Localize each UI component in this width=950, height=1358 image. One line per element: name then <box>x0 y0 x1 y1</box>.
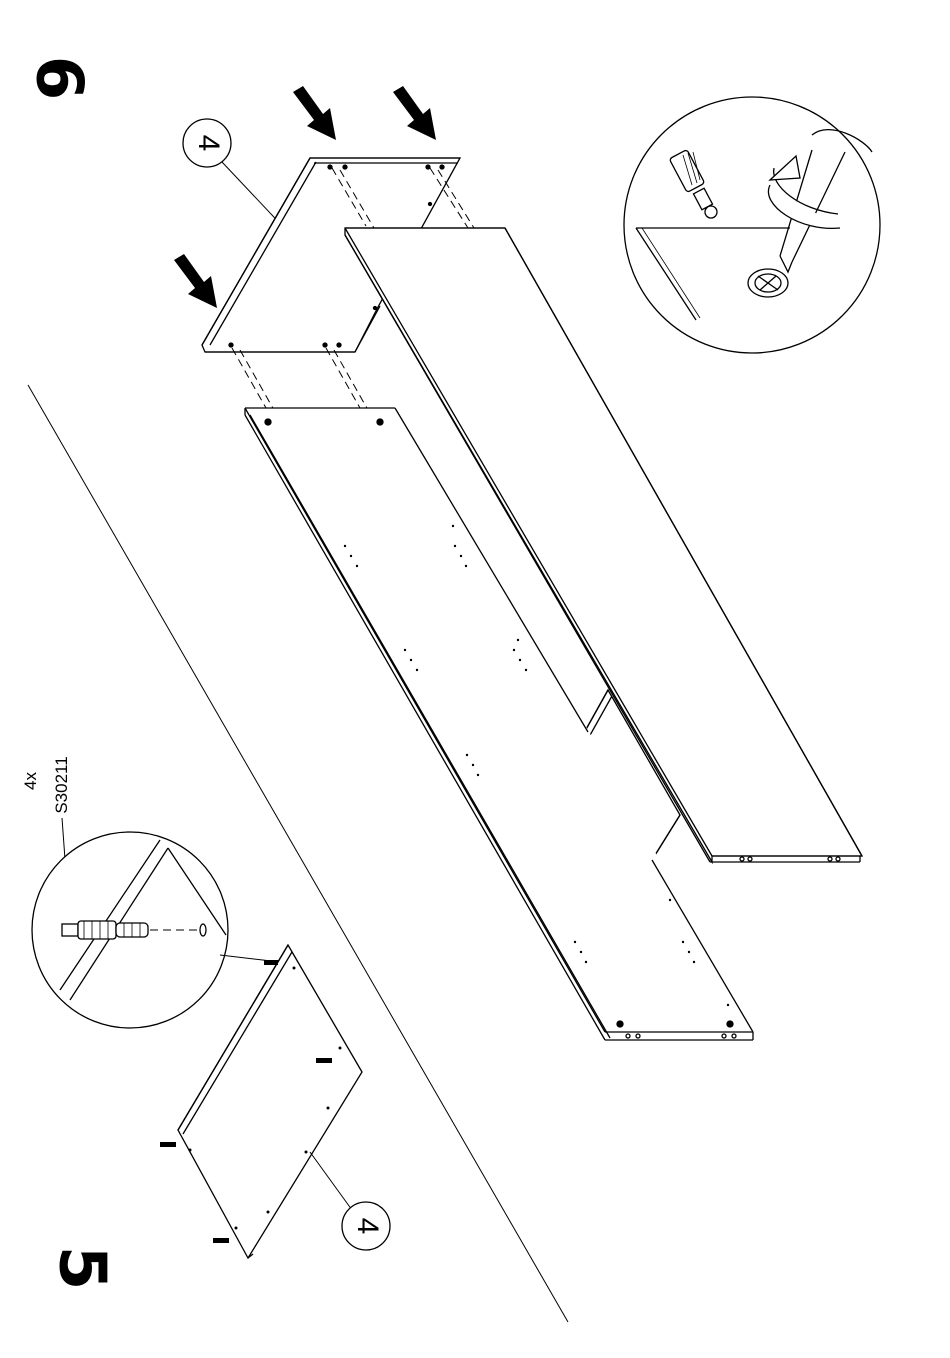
svg-text:4: 4 <box>351 1218 384 1235</box>
part-callout-bottom: 4 <box>310 1152 390 1250</box>
dowel-icon <box>62 921 148 939</box>
push-arrow-icon <box>293 86 336 140</box>
step-number-6: 6 <box>21 56 95 101</box>
push-arrow-icon <box>393 86 436 140</box>
cam-lock-icon <box>748 269 788 297</box>
push-arrow-icon <box>174 254 217 308</box>
detail-circle-camlock <box>624 97 880 353</box>
svg-text:4: 4 <box>192 135 225 152</box>
hardware-quantity: 4x <box>21 772 40 790</box>
detail-circle-dowel <box>32 832 280 1028</box>
hardware-code: S30211 <box>52 756 71 813</box>
step-number-5: 5 <box>44 1246 118 1291</box>
part-callout-top: 4 <box>183 119 288 232</box>
